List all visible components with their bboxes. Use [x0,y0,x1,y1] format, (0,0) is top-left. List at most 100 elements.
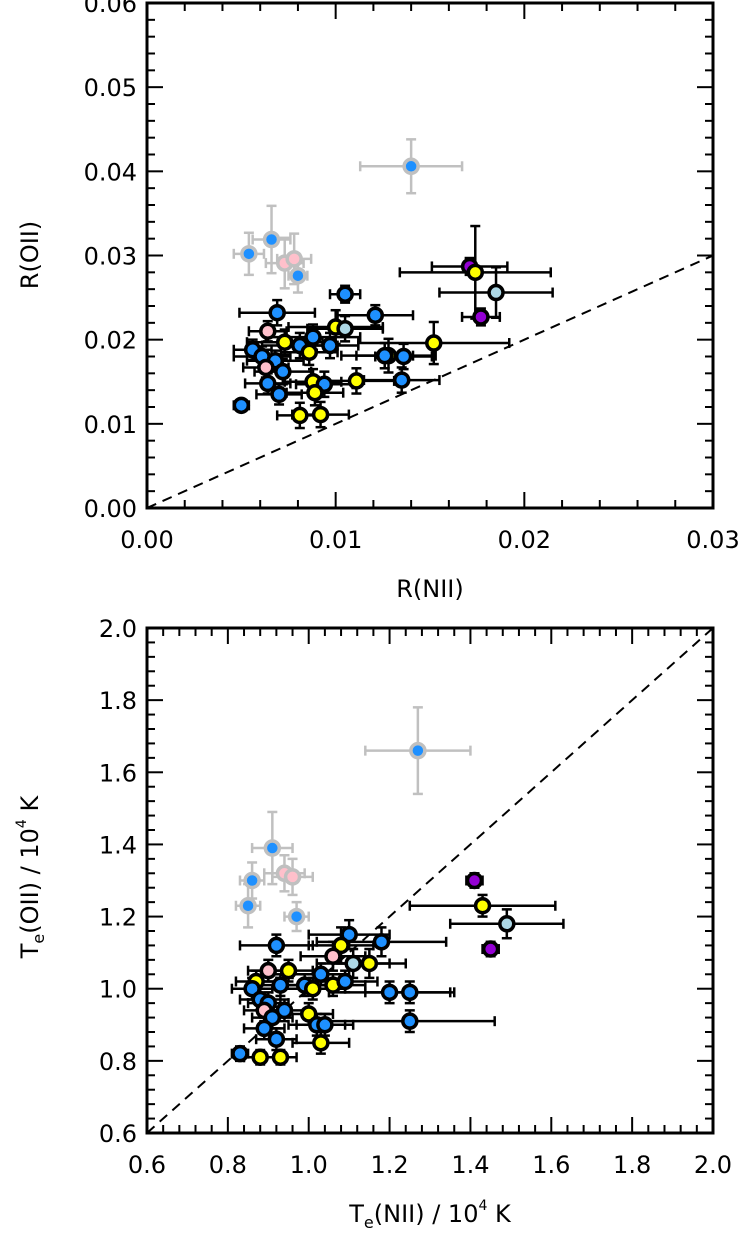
bottom-x-tick-label: 1.2 [370,1151,408,1179]
bottom-data-point [243,871,261,890]
top-data-point [402,157,420,176]
bottom-y-tick-label: 1.4 [99,831,137,859]
bottom-y-tick-label: 1.6 [99,759,137,787]
bottom-data-point [312,1034,330,1052]
top-data-point [304,328,322,346]
bottom-data-point [344,954,362,973]
bottom-x-tick-label: 2.0 [694,1151,732,1179]
bottom-x-axis-label: Te(NII) / 104 K [348,1198,512,1232]
top-y-tick-label: 0.02 [84,327,137,355]
bottom-data-point [360,954,379,973]
bottom-data-point [336,972,354,991]
top-data-point [300,343,319,362]
top-data-point [258,374,277,393]
top-data-point [268,303,286,322]
top-data-point [270,385,288,404]
bottom-x-tick-label: 1.0 [290,1151,328,1179]
bottom-data-point [251,1048,269,1066]
panel-r-oii-vs-r-nii: R(OII) R(NII) 0.00 0.01 0.02 0.03 0.00 0.01 0.… [16,0,740,603]
top-data-point [291,406,309,425]
bottom-x-tick-label: 1.6 [532,1151,570,1179]
top-data-point [274,362,292,381]
bottom-x-tick-label: 1.8 [613,1151,651,1179]
top-plot-frame [145,1,715,510]
top-y-tick-label: 0.01 [84,411,137,439]
top-y-tick-label: 0.00 [84,495,137,523]
bottom-plot-area [147,628,713,1133]
top-data-point [347,372,366,390]
bottom-data-point [287,907,306,926]
top-data-point [466,263,485,282]
top-x-tick-label: 0.02 [498,526,551,554]
panel-te-oii-vs-te-nii: Te(OII) / 104 K Te(NII) / 104 K 0.6 0.8 1.… [14,615,732,1232]
bottom-data-point [275,1001,294,1020]
top-ticks [146,2,714,509]
bottom-data-point [409,741,427,760]
top-data-point [285,250,303,268]
bottom-data-point [304,979,322,998]
top-data-point [375,346,394,365]
bottom-data-point [271,1048,290,1066]
bottom-data-point [267,1030,286,1048]
bottom-data-point [498,915,516,933]
top-y-tick-label: 0.03 [84,243,137,271]
top-data-point [394,347,413,366]
bottom-y-axis-label: Te(OII) / 104 K [14,795,48,960]
top-plot-area [147,138,713,508]
bottom-data-point [481,940,500,958]
top-x-axis-label: R(NII) [396,575,464,603]
bottom-data-point [267,936,286,955]
bottom-plot-frame [145,626,715,1135]
bottom-data-point [263,839,282,857]
bottom-data-point [239,897,257,915]
top-data-point [240,245,258,263]
bottom-y-tick-label: 0.6 [99,1120,137,1148]
bottom-data-point [231,1044,249,1063]
top-y-tick-label: 0.06 [84,0,137,18]
bottom-data-point [465,871,484,890]
top-data-point [232,396,251,415]
top-reference-line [147,254,713,508]
bottom-x-tick-label: 0.8 [209,1151,247,1179]
top-data-point [425,334,443,352]
top-data-point [275,333,294,351]
bottom-data-point [324,947,342,965]
bottom-data-point [283,868,302,886]
top-data-point [392,371,411,389]
bottom-data-point [316,1016,334,1034]
bottom-y-tick-label: 1.0 [99,976,137,1004]
bottom-data-point [312,965,330,984]
bottom-data-point [372,933,391,951]
bottom-x-tick-label: 1.4 [451,1151,489,1179]
top-y-tick-label: 0.05 [84,74,137,102]
top-y-axis-label: R(OII) [16,221,44,289]
top-x-tick-label: 0.01 [309,526,362,554]
bottom-x-tick-label: 0.6 [128,1151,166,1179]
top-data-point [366,306,385,325]
top-y-tick-label: 0.04 [84,158,137,186]
bottom-y-tick-label: 1.8 [99,687,137,715]
bottom-data-point [255,1019,273,1038]
top-data-point [487,283,505,302]
top-x-tick-label: 0.03 [686,526,739,554]
top-data-point [257,358,275,377]
bottom-data-point [380,983,399,1002]
bottom-data-point [271,976,290,994]
top-x-tick-label: 0.00 [120,526,173,554]
bottom-data-point [401,1012,419,1030]
bottom-data-point [279,961,298,980]
bottom-y-tick-label: 2.0 [99,615,137,643]
top-data-point [336,319,354,338]
bottom-y-tick-label: 0.8 [99,1048,137,1076]
bottom-data-point [473,897,492,915]
top-data-point [306,383,324,402]
top-data-point [311,405,330,424]
top-data-point [289,266,307,285]
bottom-y-tick-label: 1.2 [99,904,137,932]
top-data-point [472,308,490,326]
top-data-point [321,336,339,355]
bottom-data-point [401,983,419,1002]
top-data-point [336,285,354,303]
bottom-data-point [259,961,278,980]
